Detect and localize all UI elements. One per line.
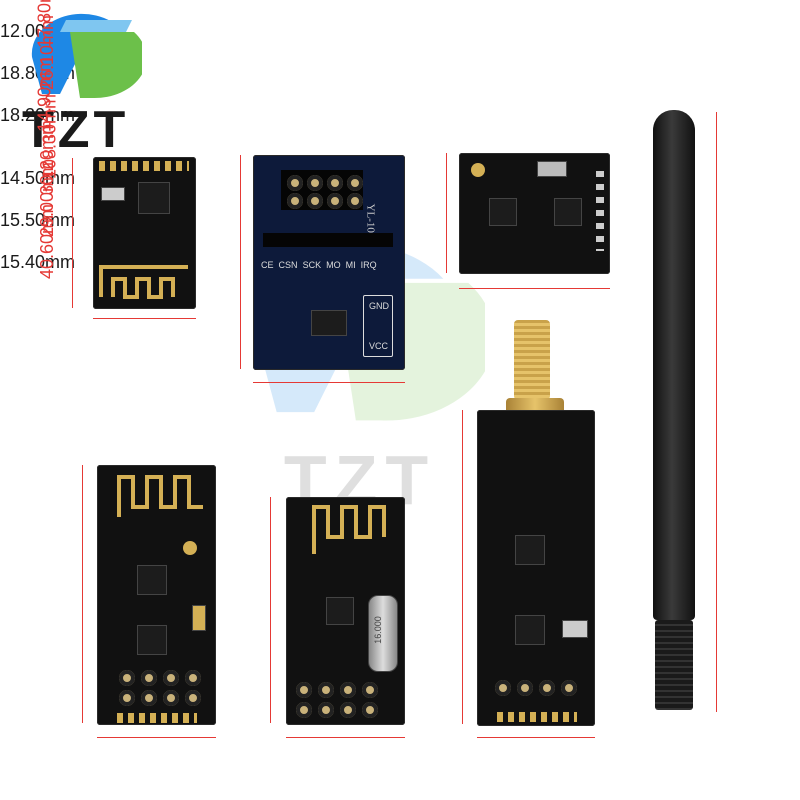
module-3-board <box>459 153 610 274</box>
module-5-crystal <box>368 595 398 672</box>
module-1-antenna-icon <box>99 265 188 299</box>
module-5-width-label: 15.50mm <box>0 210 76 230</box>
module-6-width-label: 15.40mm <box>0 252 76 272</box>
logo: TZT <box>22 12 142 159</box>
module-3-width-label: 18.20mm <box>0 105 76 125</box>
logo-mark-icon <box>31 13 142 99</box>
module-5-antenna-icon <box>312 505 386 554</box>
adapter-pin-labels: CE CSN SCK MO MI IRQ <box>261 260 377 270</box>
module-2-board: YL-105 CE CSN SCK MO MI IRQ GND VCC <box>253 155 405 370</box>
module-5-crystal-mark: 16.000 <box>372 616 383 644</box>
module-4-board <box>97 465 216 725</box>
adapter-vcc-label: VCC <box>369 341 389 351</box>
module-1-crystal <box>101 187 125 201</box>
module-1-board <box>93 157 196 309</box>
module-4-width-label: 14.50mm <box>0 168 76 188</box>
module-5-board: 16.000 <box>286 497 405 725</box>
module-6-board <box>477 410 595 726</box>
module-4-antenna-icon <box>117 475 203 517</box>
adapter-regulator <box>311 310 347 336</box>
logo-text: TZT <box>22 101 130 159</box>
antenna <box>645 110 705 715</box>
adapter-gnd-label: GND <box>369 301 389 311</box>
module-1-chip <box>138 182 170 214</box>
module-6-height-label: 40.60mm <box>37 203 57 280</box>
